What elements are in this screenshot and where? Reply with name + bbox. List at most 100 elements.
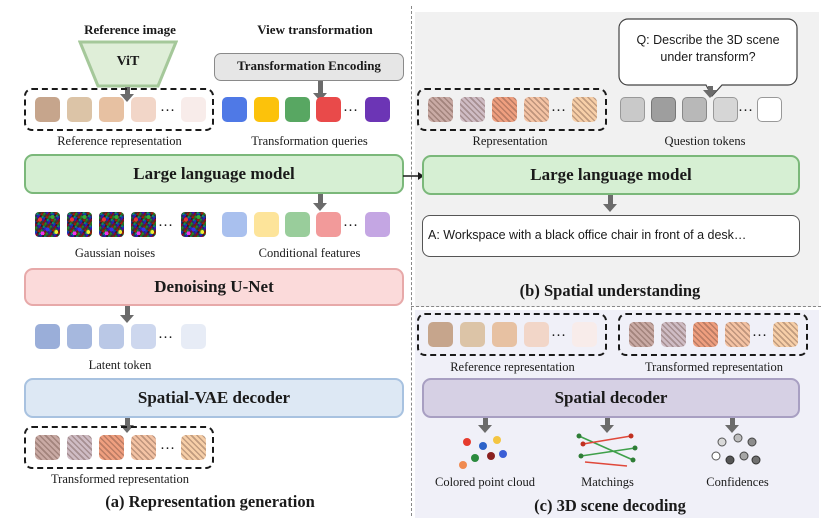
confidences-icon bbox=[711, 433, 761, 465]
arrow-encoding-down bbox=[313, 81, 327, 101]
representation-group-b bbox=[417, 88, 607, 131]
transformed-token-4 bbox=[131, 435, 156, 460]
representation-token-5 bbox=[572, 97, 597, 122]
reference-token-c-5 bbox=[572, 322, 597, 347]
query-token-2 bbox=[254, 97, 279, 122]
point bbox=[493, 436, 501, 444]
view-transformation-label: View transformation bbox=[257, 22, 373, 37]
question-text: Q: Describe the 3D scene under transform… bbox=[636, 33, 780, 64]
representation-label-b: Representation bbox=[472, 134, 548, 148]
transformed-token-c-3 bbox=[693, 322, 718, 347]
arrow-vit-down bbox=[120, 87, 134, 102]
conditional-token-1 bbox=[222, 212, 247, 237]
arrow-llm-down bbox=[313, 194, 327, 211]
reference-representation-group-c bbox=[417, 313, 607, 356]
transformed-token-5 bbox=[181, 435, 206, 460]
gaussian-noises-label: Gaussian noises bbox=[74, 246, 156, 260]
vit-encoder bbox=[78, 40, 178, 88]
arrow-llm-b-down bbox=[603, 195, 617, 212]
reference-token-c-4 bbox=[524, 322, 549, 347]
denoising-unet-box: Denoising U-Net bbox=[24, 268, 404, 306]
query-token-3 bbox=[285, 97, 310, 122]
question-token-2 bbox=[651, 97, 676, 122]
reference-image-label: Reference image bbox=[84, 22, 176, 37]
question-bubble bbox=[618, 18, 798, 98]
panel-a-caption: (a) Representation generation bbox=[105, 492, 315, 511]
transformed-token-1 bbox=[35, 435, 60, 460]
conditional-token-5 bbox=[365, 212, 390, 237]
colored-point-cloud-icon bbox=[459, 436, 507, 469]
transformed-representation-group-a bbox=[24, 426, 214, 469]
reference-token-c-2 bbox=[460, 322, 485, 347]
reference-token-3 bbox=[99, 97, 124, 122]
answer-text: A: Workspace with a black office chair i… bbox=[428, 228, 747, 242]
ellipsis: … bbox=[160, 99, 176, 115]
noise-token-4 bbox=[131, 212, 156, 237]
transformed-token-c-5 bbox=[773, 322, 798, 347]
ellipsis: … bbox=[160, 437, 176, 453]
point bbox=[463, 438, 471, 446]
arrow-to-matchings bbox=[600, 418, 614, 433]
point bbox=[487, 452, 495, 460]
ellipsis: … bbox=[551, 99, 567, 115]
llm-label-a: Large language model bbox=[133, 164, 295, 183]
latent-token-5 bbox=[181, 324, 206, 349]
llm-label-b: Large language model bbox=[530, 165, 692, 184]
noise-token-3 bbox=[99, 212, 124, 237]
reference-token-c-1 bbox=[428, 322, 453, 347]
transformed-representation-group-c bbox=[618, 313, 808, 356]
reference-token-5 bbox=[181, 97, 206, 122]
noise-token-1 bbox=[35, 212, 60, 237]
transformed-token-c-4 bbox=[725, 322, 750, 347]
horizontal-divider bbox=[411, 306, 821, 307]
transformed-token-c-1 bbox=[629, 322, 654, 347]
question-token-1 bbox=[620, 97, 645, 122]
reference-token-c-3 bbox=[492, 322, 517, 347]
spatial-vae-decoder-box: Spatial-VAE decoder bbox=[24, 378, 404, 418]
ellipsis: … bbox=[343, 99, 359, 115]
point bbox=[471, 454, 479, 462]
point bbox=[479, 442, 487, 450]
panel-c-caption: (c) 3D scene decoding bbox=[534, 496, 686, 515]
ellipsis: … bbox=[158, 214, 174, 230]
latent-token-1 bbox=[35, 324, 60, 349]
matchings-icon bbox=[576, 433, 638, 467]
conditional-token-2 bbox=[254, 212, 279, 237]
ellipsis: … bbox=[158, 326, 174, 342]
vit-trapezoid bbox=[78, 40, 178, 88]
transformed-token-2 bbox=[67, 435, 92, 460]
latent-token-label: Latent token bbox=[88, 358, 152, 372]
matchings-label: Matchings bbox=[581, 475, 634, 489]
arrow-vae-down bbox=[120, 418, 134, 433]
arrow-question-down bbox=[703, 86, 717, 98]
ellipsis: … bbox=[752, 324, 768, 340]
conditional-token-4 bbox=[316, 212, 341, 237]
noise-token-5 bbox=[181, 212, 206, 237]
noise-token-2 bbox=[67, 212, 92, 237]
reference-representation-group bbox=[24, 88, 214, 131]
transformed-representation-label-a: Transformed representation bbox=[50, 472, 190, 486]
transformation-encoding-label: Transformation Encoding bbox=[237, 58, 381, 73]
question-token-4 bbox=[713, 97, 738, 122]
reference-token-2 bbox=[67, 97, 92, 122]
denoising-unet-label: Denoising U-Net bbox=[154, 277, 274, 296]
transformed-representation-label-c: Transformed representation bbox=[644, 360, 784, 374]
vit-label: ViT bbox=[116, 54, 140, 69]
arrow-to-confidences bbox=[725, 418, 739, 433]
spatial-vae-decoder-label: Spatial-VAE decoder bbox=[137, 388, 291, 407]
representation-token-4 bbox=[524, 97, 549, 122]
confidences-label: Confidences bbox=[706, 475, 769, 489]
vertical-divider bbox=[411, 6, 412, 516]
reference-token-4 bbox=[131, 97, 156, 122]
transformation-queries-label: Transformation queries bbox=[251, 134, 368, 148]
llm-box-a: Large language model bbox=[24, 154, 404, 194]
question-token-5 bbox=[757, 97, 782, 122]
question-tokens-label: Question tokens bbox=[664, 134, 746, 148]
transformation-encoding-box bbox=[214, 53, 404, 81]
arrow-unet-down bbox=[120, 306, 134, 323]
latent-token-2 bbox=[67, 324, 92, 349]
query-token-5 bbox=[365, 97, 390, 122]
ellipsis: … bbox=[343, 214, 359, 230]
point bbox=[499, 450, 507, 458]
colored-point-cloud-label: Colored point cloud bbox=[435, 475, 535, 489]
